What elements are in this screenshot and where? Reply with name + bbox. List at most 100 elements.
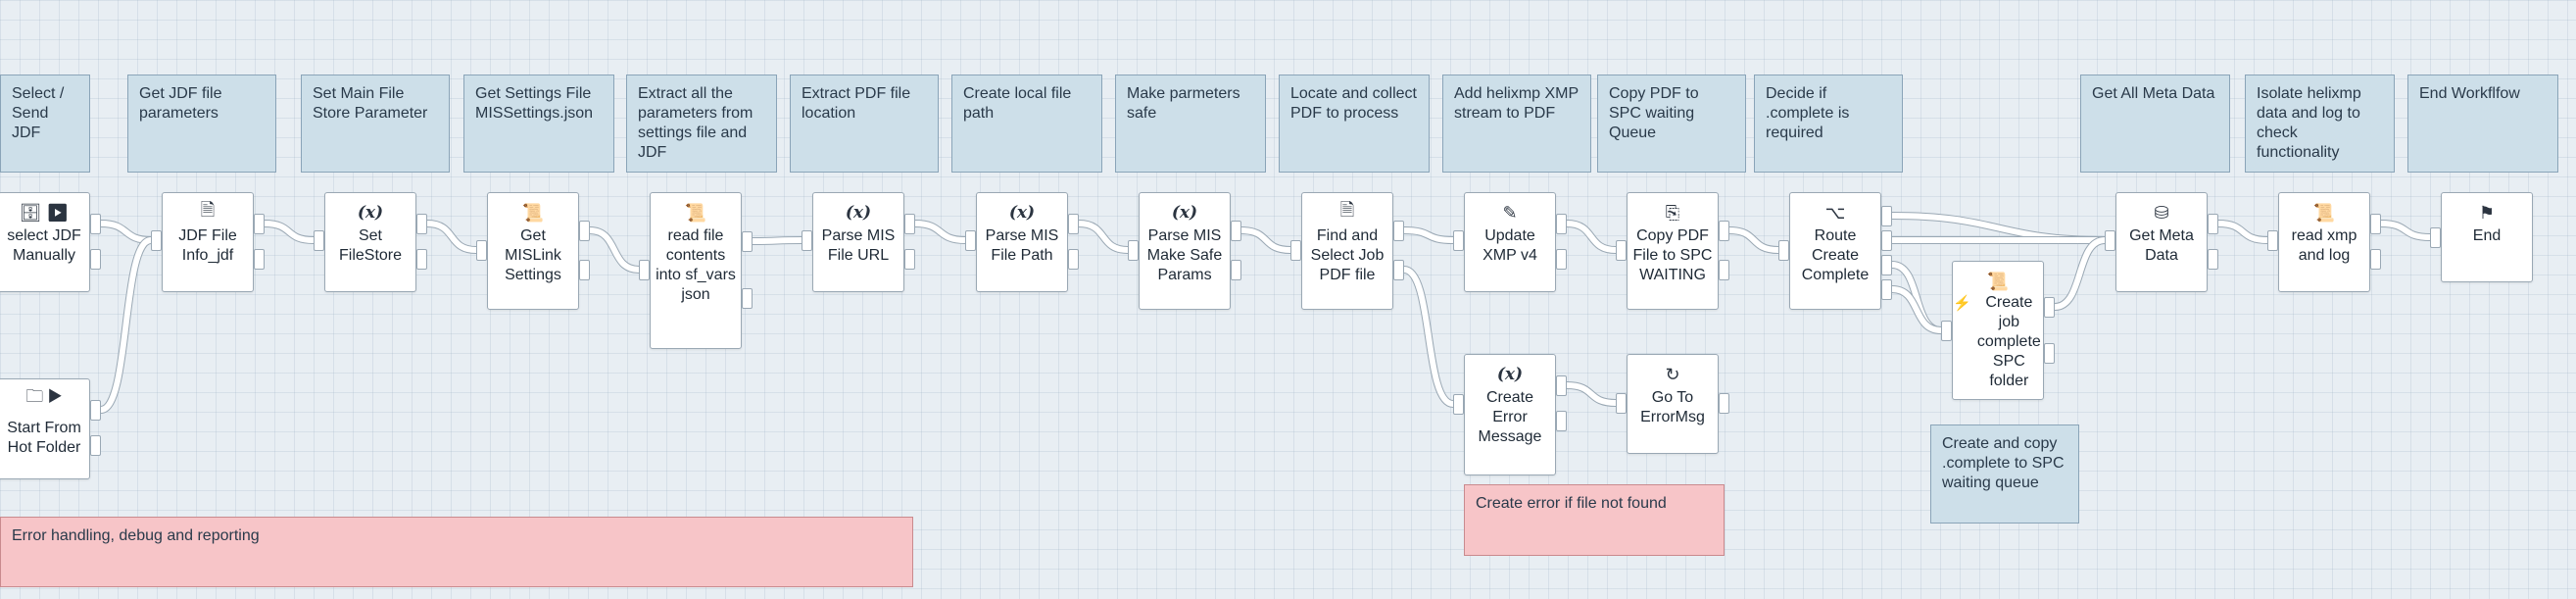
connection-wire[interactable] <box>1566 221 1617 253</box>
output-port[interactable] <box>1719 260 1729 280</box>
output-port[interactable] <box>1556 375 1567 396</box>
output-port[interactable] <box>1556 214 1567 234</box>
node-end[interactable]: ⚑ End <box>2441 192 2533 282</box>
node-parse-file-path[interactable]: (x) Parse MIS File Path <box>976 192 1068 292</box>
node-parse-file-url[interactable]: (x) Parse MIS File URL <box>812 192 904 292</box>
output-port[interactable] <box>1068 214 1079 234</box>
output-port[interactable] <box>904 214 915 234</box>
output-port[interactable] <box>2044 297 2055 318</box>
output-port[interactable] <box>1881 206 1892 226</box>
output-port[interactable] <box>579 221 590 241</box>
note-end-workflow[interactable]: End Workflfow <box>2407 75 2558 173</box>
connection-wire[interactable] <box>1728 227 1779 253</box>
output-port[interactable] <box>416 249 427 270</box>
output-port[interactable] <box>1231 221 1241 241</box>
connection-wire[interactable] <box>914 221 966 243</box>
input-port[interactable] <box>314 230 324 251</box>
output-port[interactable] <box>742 288 753 309</box>
output-port[interactable] <box>90 400 101 421</box>
connection-wire[interactable] <box>264 221 315 243</box>
node-select-jdf[interactable]: 🗄 ▶ select JDF Manually <box>0 192 90 292</box>
connection-wire[interactable] <box>2380 221 2431 240</box>
connection-wire[interactable] <box>1240 227 1291 253</box>
connection-wire[interactable] <box>589 227 640 273</box>
output-port[interactable] <box>2044 343 2055 364</box>
output-port[interactable] <box>90 435 101 456</box>
node-get-meta-data[interactable]: ⛁ Get Meta Data <box>2115 192 2208 292</box>
output-port[interactable] <box>1556 249 1567 270</box>
output-port[interactable] <box>2370 214 2381 234</box>
output-port[interactable] <box>1881 255 1892 275</box>
input-port[interactable] <box>1941 321 1952 341</box>
node-set-filestore[interactable]: (x) Set FileStore <box>324 192 416 292</box>
output-port[interactable] <box>1556 411 1567 431</box>
note-make-params-safe[interactable]: Make parmeters safe <box>1115 75 1266 173</box>
output-port[interactable] <box>90 214 101 234</box>
output-port[interactable] <box>1881 230 1892 251</box>
note-extract-pdf-loc[interactable]: Extract PDF file location <box>790 75 939 173</box>
output-port[interactable] <box>1881 279 1892 300</box>
node-get-mislink[interactable]: 📜 Get MISLink Settings <box>487 192 579 310</box>
note-copy-pdf-queue[interactable]: Copy PDF to SPC waiting Queue <box>1597 75 1746 173</box>
connection-wire[interactable] <box>1403 267 1454 407</box>
connection-wire[interactable] <box>2217 221 2268 243</box>
node-update-xmp[interactable]: ✎ Update XMP v4 <box>1464 192 1556 292</box>
note-get-all-meta[interactable]: Get All Meta Data <box>2080 75 2230 173</box>
input-port[interactable] <box>2105 230 2115 251</box>
input-port[interactable] <box>639 260 650 280</box>
output-port[interactable] <box>1393 221 1404 241</box>
connection-wire[interactable] <box>426 221 477 253</box>
note-decide-complete[interactable]: Decide if .complete is required <box>1754 75 1903 173</box>
node-copy-pdf-spc[interactable]: ⎘ Copy PDF File to SPC WAITING <box>1627 192 1719 310</box>
note-error-handling[interactable]: Error handling, debug and reporting <box>0 517 913 587</box>
input-port[interactable] <box>1616 240 1627 261</box>
output-port[interactable] <box>1231 260 1241 280</box>
node-read-file-contents[interactable]: 📜 read file contents into sf_vars json <box>650 192 742 349</box>
node-find-select-pdf[interactable]: 🗎 Find and Select Job PDF file <box>1301 192 1393 310</box>
output-port[interactable] <box>1719 393 1729 414</box>
connection-wire[interactable] <box>752 237 802 244</box>
output-port[interactable] <box>416 214 427 234</box>
note-create-local-path[interactable]: Create local file path <box>951 75 1102 173</box>
input-port[interactable] <box>802 230 812 251</box>
input-port[interactable] <box>1778 240 1789 261</box>
input-port[interactable] <box>1453 230 1464 251</box>
output-port[interactable] <box>1719 221 1729 241</box>
note-isolate-helixmp[interactable]: Isolate helixmp data and log to check fu… <box>2245 75 2395 173</box>
node-hot-folder[interactable]: 🗀 ▶ Start From Hot Folder <box>0 378 90 479</box>
connection-wire[interactable] <box>1403 227 1454 243</box>
node-read-xmp-log[interactable]: 📜 read xmp and log <box>2278 192 2370 292</box>
input-port[interactable] <box>1453 394 1464 415</box>
input-port[interactable] <box>2267 230 2278 251</box>
input-port[interactable] <box>965 230 976 251</box>
input-port[interactable] <box>476 240 487 261</box>
note-select-send[interactable]: Select / Send JDF <box>0 75 90 173</box>
input-port[interactable] <box>2430 227 2441 248</box>
output-port[interactable] <box>742 231 753 252</box>
input-port[interactable] <box>1616 393 1627 414</box>
note-extract-params[interactable]: Extract all the parameters from settings… <box>626 75 777 173</box>
connection-wire[interactable] <box>1078 221 1129 253</box>
node-create-job-complete[interactable]: 📜 ⚡ Create job complete SPC folder <box>1952 261 2044 400</box>
input-port[interactable] <box>1290 240 1301 261</box>
output-port[interactable] <box>90 249 101 270</box>
output-port[interactable] <box>1393 260 1404 280</box>
output-port[interactable] <box>904 249 915 270</box>
node-route-complete[interactable]: ⌥ Route Create Complete <box>1789 192 1881 310</box>
note-get-jdf-params[interactable]: Get JDF file parameters <box>127 75 276 173</box>
note-locate-collect-pdf[interactable]: Locate and collect PDF to process <box>1279 75 1430 173</box>
connection-wire[interactable] <box>1891 286 1942 333</box>
connection-wire[interactable] <box>100 237 152 413</box>
connection-wire[interactable] <box>1566 382 1617 406</box>
output-port[interactable] <box>254 214 265 234</box>
node-create-error-message[interactable]: (x) Create Error Message <box>1464 354 1556 475</box>
connection-wire[interactable] <box>100 221 152 243</box>
output-port[interactable] <box>2370 249 2381 270</box>
connection-wire[interactable] <box>1891 262 1942 333</box>
output-port[interactable] <box>2208 249 2218 270</box>
connection-wire[interactable] <box>2054 237 2106 310</box>
node-jdf-file-info[interactable]: 🗎 JDF File Info_jdf <box>162 192 254 292</box>
note-add-helixmp[interactable]: Add helixmp XMP stream to PDF <box>1442 75 1591 173</box>
output-port[interactable] <box>579 260 590 280</box>
node-go-to-errormsg[interactable]: ↻ Go To ErrorMsg <box>1627 354 1719 454</box>
